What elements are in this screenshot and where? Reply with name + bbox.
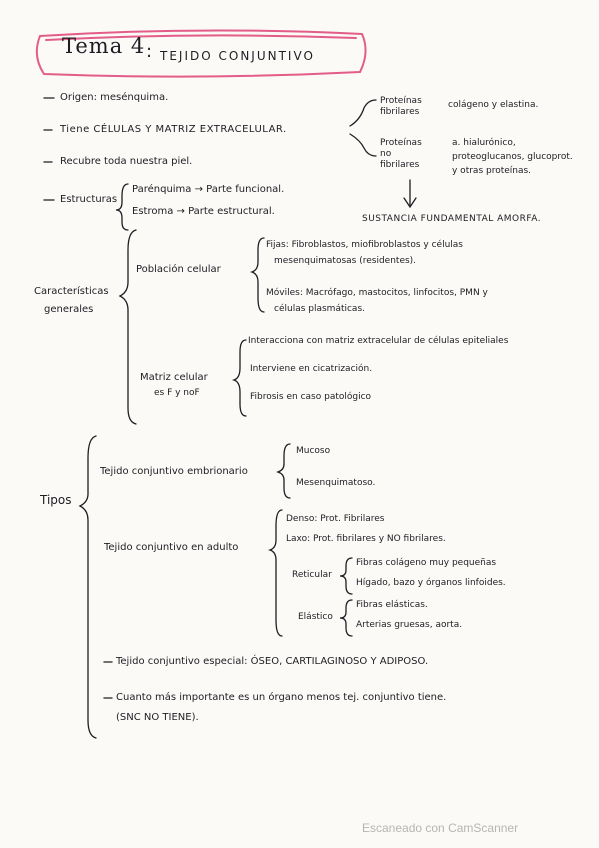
fijas-line-1: Fijas: Fibroblastos, miofibroblastos y c…	[266, 240, 463, 250]
nofib-label: Proteínas no fibrilares	[380, 138, 422, 170]
moviles-line-2: células plasmáticas.	[274, 304, 365, 314]
matriz-celular-label-1: Matriz celular	[140, 372, 208, 383]
embrionario-label: Tejido conjuntivo embrionario	[100, 466, 248, 477]
mesenquimatoso-line: Mesenquimatoso.	[296, 478, 376, 488]
fijas-line-2: mesenquimatosas (residentes).	[274, 256, 417, 266]
matriz-line-2: Interviene en cicatrización.	[250, 364, 373, 374]
matriz-line-1: Interacciona con matriz extracelular de …	[248, 336, 509, 346]
elastico-label: Elástico	[298, 612, 333, 622]
especial-line: Tejido conjuntivo especial: ÓSEO, CARTIL…	[116, 656, 429, 667]
cuanto-line-2: (SNC NO TIENE).	[116, 712, 199, 723]
mucoso-line: Mucoso	[296, 446, 331, 456]
adulto-label: Tejido conjuntivo en adulto	[104, 542, 239, 553]
matriz-line-3: Fibrosis en caso patológico	[250, 392, 372, 402]
moviles-line-1: Móviles: Macrófago, mastocitos, linfocit…	[266, 288, 488, 298]
nofib-value-2: proteoglucanos, glucoprot.	[452, 152, 573, 162]
tipos-label: Tipos	[40, 493, 72, 507]
fibrilares-label: Proteínas fibrilares	[380, 96, 422, 117]
camscanner-watermark: Escaneado con CamScanner	[362, 821, 519, 835]
laxo-line: Laxo: Prot. fibrilares y NO fibrilares.	[286, 534, 446, 544]
matriz-celular-label-2: es F y noF	[154, 388, 200, 398]
title-colon: :	[146, 41, 153, 62]
recubre-line: Recubre toda nuestra piel.	[60, 156, 193, 167]
parenquima-line: Parénquima → Parte funcional.	[132, 184, 285, 195]
denso-line: Denso: Prot. Fibrilares	[286, 514, 385, 524]
sustancia-amorfa: SUSTANCIA FUNDAMENTAL AMORFA.	[362, 214, 542, 224]
reticular-line-2: Hígado, bazo y órganos linfoides.	[356, 578, 506, 588]
reticular-label: Reticular	[292, 570, 332, 580]
nofib-value-3: y otras proteínas.	[452, 166, 532, 176]
elastico-line-2: Arterias gruesas, aorta.	[356, 620, 463, 630]
elastico-line-1: Fibras elásticas.	[356, 600, 428, 610]
origen-line: Origen: mesénquima.	[60, 92, 169, 103]
title-sub: TEJIDO CONJUNTIVO	[160, 49, 315, 63]
estroma-line: Estroma → Parte estructural.	[132, 206, 275, 217]
poblacion-label: Población celular	[136, 264, 221, 275]
nofib-value-1: a. hialurónico,	[452, 138, 516, 148]
caracteristicas-label-1: Características	[34, 286, 109, 297]
cuanto-line-1: Cuanto más importante es un órgano menos…	[116, 692, 447, 703]
estructuras-label: Estructuras	[60, 194, 118, 205]
reticular-line-1: Fibras colágeno muy pequeñas	[356, 558, 497, 568]
fibrilares-value: colágeno y elastina.	[448, 100, 539, 110]
tiene-line: Tiene CÉLULAS Y MATRIZ EXTRACELULAR.	[60, 124, 287, 135]
title-main: Tema 4	[62, 34, 146, 58]
caracteristicas-label-2: generales	[44, 304, 94, 315]
